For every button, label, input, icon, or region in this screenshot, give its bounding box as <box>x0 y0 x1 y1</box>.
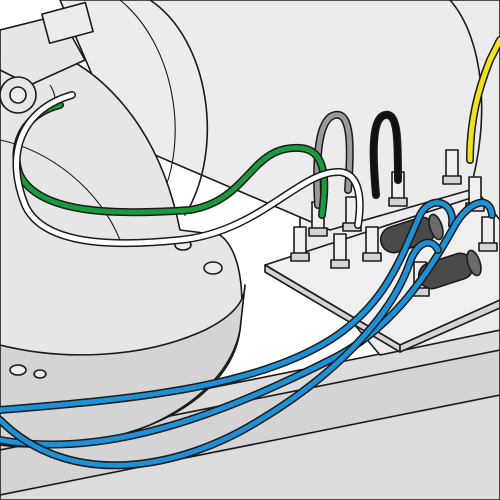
clamp-tab <box>41 1 94 44</box>
wire-yellow <box>467 37 500 163</box>
terminal-board-edge-right <box>399 299 500 353</box>
terminal-3 <box>330 233 350 269</box>
terminal-1 <box>290 226 310 262</box>
wire-white <box>14 92 363 246</box>
flange-hole-4 <box>33 369 47 379</box>
motor-cylinder-end-ring-inner <box>119 0 176 201</box>
wire-black <box>371 112 401 198</box>
wire-group <box>0 36 500 470</box>
screw-socket <box>9 86 27 104</box>
flange-hole-1 <box>203 261 223 275</box>
wire-blue-1 <box>0 200 455 413</box>
flange-hole-3 <box>9 364 27 376</box>
wire-blue-3 <box>0 240 441 468</box>
motor-cylinder-end-ring <box>149 0 209 216</box>
terminal-10 <box>478 216 498 252</box>
terminal-5 <box>362 226 382 262</box>
terminal-8 <box>442 149 462 185</box>
